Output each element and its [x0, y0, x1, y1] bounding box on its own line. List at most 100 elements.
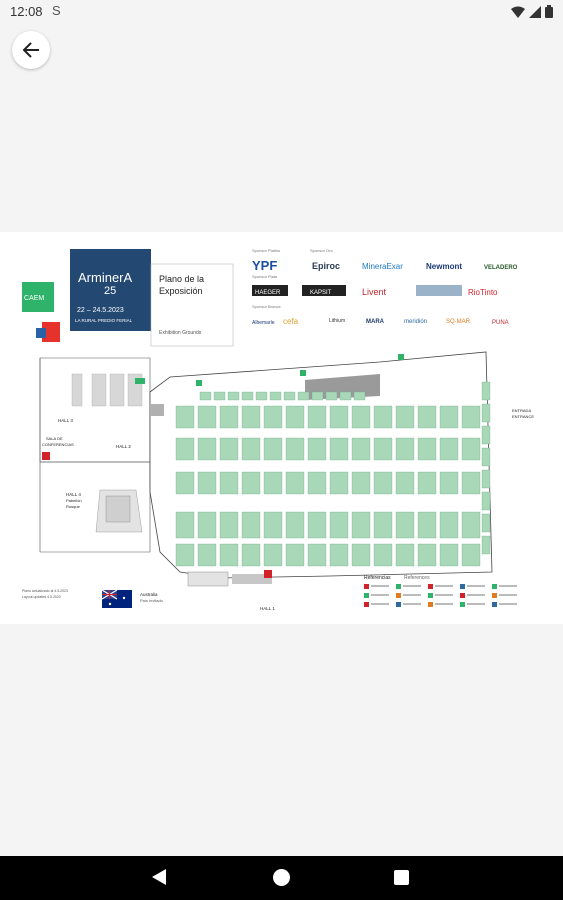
booth [351, 543, 371, 567]
booth [481, 491, 491, 511]
booth [373, 471, 393, 495]
booth [395, 511, 415, 539]
plan-title-box [150, 263, 234, 347]
legend-text-line [403, 594, 421, 596]
legend-marker [396, 593, 401, 598]
legend-text-line [499, 585, 517, 587]
plan-subtitle: Exhibition Grounds [159, 330, 202, 336]
booth [263, 471, 283, 495]
status-time: 12:08 [10, 4, 43, 19]
status-bar: 12:08 S [0, 0, 563, 24]
sponsor-meridion: meridión [404, 319, 427, 325]
booth [373, 511, 393, 539]
wifi-icon [511, 6, 525, 18]
nav-recent-icon[interactable] [394, 870, 409, 885]
sponsor-mineraexar: MineraExar [362, 262, 403, 271]
booth [227, 391, 240, 401]
booth [241, 511, 261, 539]
battery-icon [545, 5, 553, 18]
booth [263, 405, 283, 429]
booth [329, 471, 349, 495]
hall-4-sub1: Pabellón [66, 498, 82, 503]
legend-text-line [467, 594, 485, 596]
hall-4-shape [95, 489, 143, 533]
booth [325, 391, 338, 401]
booth [175, 437, 195, 461]
booth [283, 391, 296, 401]
nav-home-icon[interactable] [273, 869, 290, 886]
booth [219, 543, 239, 567]
booth [307, 511, 327, 539]
status-icons [511, 5, 553, 18]
sponsor-mara: MARA [366, 319, 385, 325]
back-button[interactable] [12, 31, 50, 69]
booth [255, 391, 268, 401]
event-name: ArminerA [78, 270, 133, 285]
legend-marker [460, 584, 465, 589]
sponsor-epiroc: Epiroc [312, 261, 340, 271]
booth [329, 511, 349, 539]
booth [351, 511, 371, 539]
legend-text-line [371, 594, 389, 596]
event-dates: 22 – 24.5.2023 [77, 307, 124, 314]
event-venue: LA RURAL PREDIO FERIAL [75, 318, 133, 323]
nav-back-icon[interactable] [152, 869, 166, 885]
booth [263, 543, 283, 567]
hall-1-label: HALL 1 [260, 606, 275, 611]
booth [439, 437, 459, 461]
footnote-line1: Plano actualizado al 4.5.2023 [22, 589, 68, 593]
booth [461, 471, 481, 495]
hall-3-label: HALL 3 [58, 418, 73, 423]
booth [197, 471, 217, 495]
booth [213, 391, 226, 401]
booth [461, 543, 481, 567]
references-legend [364, 584, 517, 607]
booth [263, 511, 283, 539]
booth [307, 471, 327, 495]
legend-marker [428, 584, 433, 589]
booth [307, 437, 327, 461]
booth [285, 405, 305, 429]
sponsor-label-oro: Sponsor Oro [310, 248, 333, 253]
sponsor-ypf: YPF [252, 258, 277, 273]
booth [481, 513, 491, 533]
booth-grid [175, 381, 491, 567]
references-title: Referencias [364, 575, 391, 581]
legend-text-line [499, 594, 517, 596]
booth [395, 405, 415, 429]
booth [439, 543, 459, 567]
booth [481, 425, 491, 445]
hall-4-sub2: Rosque [66, 504, 81, 509]
legend-marker [492, 602, 497, 607]
legend-marker [428, 593, 433, 598]
hall-2-label: HALL 2 [116, 444, 131, 449]
legend-text-line [499, 603, 517, 605]
signal-icon [529, 5, 541, 18]
seating-blocks [71, 373, 143, 407]
event-banner [70, 249, 151, 331]
legend-text-line [435, 585, 453, 587]
flag-badge [42, 322, 60, 342]
booth [439, 471, 459, 495]
sponsor-veladero: VELADERO [484, 265, 518, 271]
booth [417, 511, 437, 539]
footnote-line2: Layout updated 4.5.2023 [22, 595, 61, 599]
booth [241, 471, 261, 495]
booth [481, 535, 491, 555]
booth [197, 511, 217, 539]
exhibition-map[interactable]: CAEM ArminerA 25 22 – 24.5.2023 LA RURAL… [0, 232, 563, 624]
booth [481, 381, 491, 401]
sponsor-livent: Livent [362, 287, 387, 297]
booth [329, 437, 349, 461]
booth [269, 391, 282, 401]
caem-logo-text: CAEM [24, 295, 44, 302]
booth [307, 543, 327, 567]
entrance-label: ENTRANCE [512, 414, 534, 419]
booth [285, 543, 305, 567]
booth [241, 405, 261, 429]
booth [285, 471, 305, 495]
navigation-bar [0, 856, 563, 900]
sponsor-label-plata: Sponsor Plata [252, 274, 278, 279]
legend-marker [364, 602, 369, 607]
country-sub: País invitado [140, 598, 164, 603]
